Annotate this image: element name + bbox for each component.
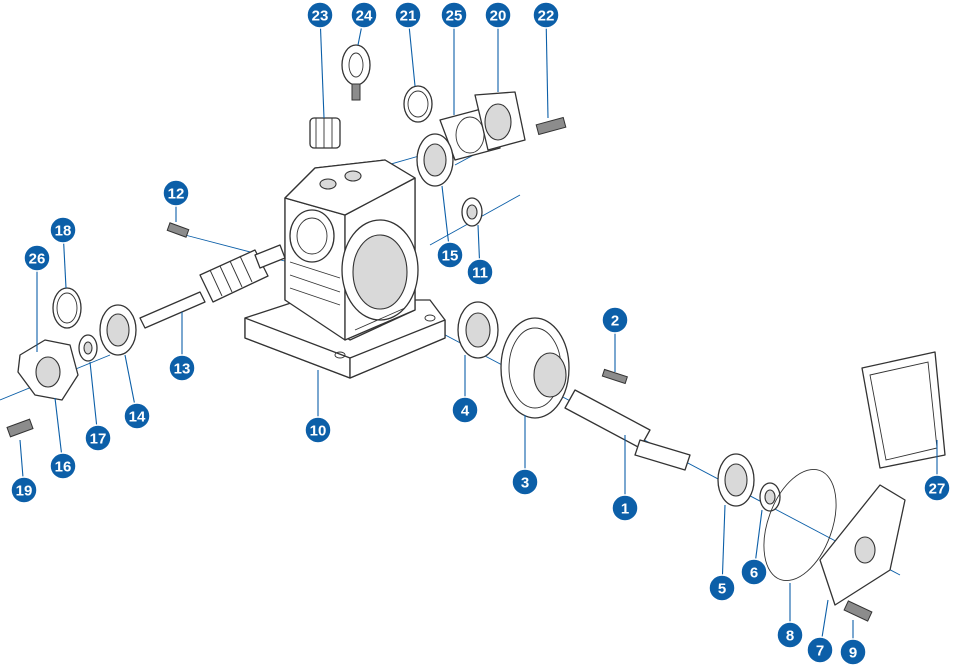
callout-label: 27	[929, 481, 946, 498]
callout-3: 3	[511, 468, 539, 496]
callout-20: 20	[484, 1, 512, 29]
callout-label: 8	[786, 628, 794, 645]
callout-circle	[162, 179, 190, 207]
callout-16: 16	[49, 452, 77, 480]
callout-circle	[306, 1, 334, 29]
callout-25: 25	[440, 1, 468, 29]
callout-8: 8	[776, 621, 804, 649]
callout-label: 15	[442, 248, 459, 265]
callout-label: 16	[55, 459, 72, 476]
callout-11: 11	[466, 258, 494, 286]
callout-label: 26	[29, 251, 46, 268]
output-side-parts	[717, 351, 946, 622]
callout-10: 10	[304, 416, 332, 444]
callout-circle	[839, 638, 867, 666]
callout-circle	[350, 1, 378, 29]
callout-13: 13	[168, 354, 196, 382]
callout-label: 24	[356, 8, 373, 25]
top-fittings	[309, 44, 371, 149]
callout-label: 21	[400, 8, 417, 25]
callout-circle	[440, 1, 468, 29]
callout-label: 11	[472, 265, 488, 282]
callout-label: 17	[90, 431, 107, 448]
callout-label: 13	[174, 361, 191, 378]
callout-circle	[740, 558, 768, 586]
callout-circle	[601, 306, 629, 334]
callout-1: 1	[611, 494, 639, 522]
callout-label: 1	[621, 501, 629, 518]
callout-circle	[451, 396, 479, 424]
callout-label: 5	[718, 581, 726, 598]
output-gear-set	[457, 301, 691, 471]
callout-circle	[10, 476, 38, 504]
callout-circle	[436, 241, 464, 269]
callout-label: 3	[521, 475, 529, 492]
set-screw-part	[166, 222, 190, 238]
callout-circle	[708, 574, 736, 602]
callout-circle	[84, 424, 112, 452]
callout-label: 14	[129, 409, 146, 426]
callout-label: 20	[490, 8, 507, 25]
callout-19: 19	[10, 476, 38, 504]
callout-label: 23	[312, 8, 329, 25]
callout-label: 19	[16, 483, 33, 500]
callout-label: 25	[446, 8, 463, 25]
callout-circle	[49, 216, 77, 244]
callout-circle	[776, 621, 804, 649]
callout-23: 23	[306, 1, 334, 29]
callout-circle	[304, 416, 332, 444]
callout-circle	[484, 1, 512, 29]
callout-label: 18	[55, 223, 72, 240]
callout-circle	[49, 452, 77, 480]
callout-14: 14	[123, 402, 151, 430]
gearbox-housing	[244, 159, 446, 379]
callout-6: 6	[740, 558, 768, 586]
upper-right-parts	[403, 85, 567, 227]
callout-label: 10	[310, 423, 327, 440]
callout-circle	[123, 402, 151, 430]
callout-27: 27	[923, 474, 951, 502]
callout-label: 22	[538, 8, 555, 25]
callout-24: 24	[350, 1, 378, 29]
input-side-parts	[6, 287, 137, 438]
callout-circle	[532, 1, 560, 29]
callout-17: 17	[84, 424, 112, 452]
callout-label: 7	[816, 643, 824, 660]
callout-15: 15	[436, 241, 464, 269]
callout-circle	[511, 468, 539, 496]
callout-circle	[466, 258, 494, 286]
callout-circle	[611, 494, 639, 522]
callout-5: 5	[708, 574, 736, 602]
callout-label: 9	[849, 645, 857, 662]
worm-shaft	[139, 244, 286, 329]
callout-7: 7	[806, 636, 834, 664]
callout-26: 26	[23, 244, 51, 272]
callout-label: 6	[750, 565, 758, 582]
callout-circle	[806, 636, 834, 664]
callout-circle	[23, 244, 51, 272]
callout-label: 2	[611, 313, 619, 330]
callout-2: 2	[601, 306, 629, 334]
callout-label: 4	[461, 403, 470, 420]
callout-circle	[923, 474, 951, 502]
callout-circle	[168, 354, 196, 382]
callout-22: 22	[532, 1, 560, 29]
callout-label: 12	[168, 186, 185, 203]
callout-4: 4	[451, 396, 479, 424]
callout-circle	[394, 1, 422, 29]
callout-9: 9	[839, 638, 867, 666]
callout-12: 12	[162, 179, 190, 207]
callout-21: 21	[394, 1, 422, 29]
callout-18: 18	[49, 216, 77, 244]
